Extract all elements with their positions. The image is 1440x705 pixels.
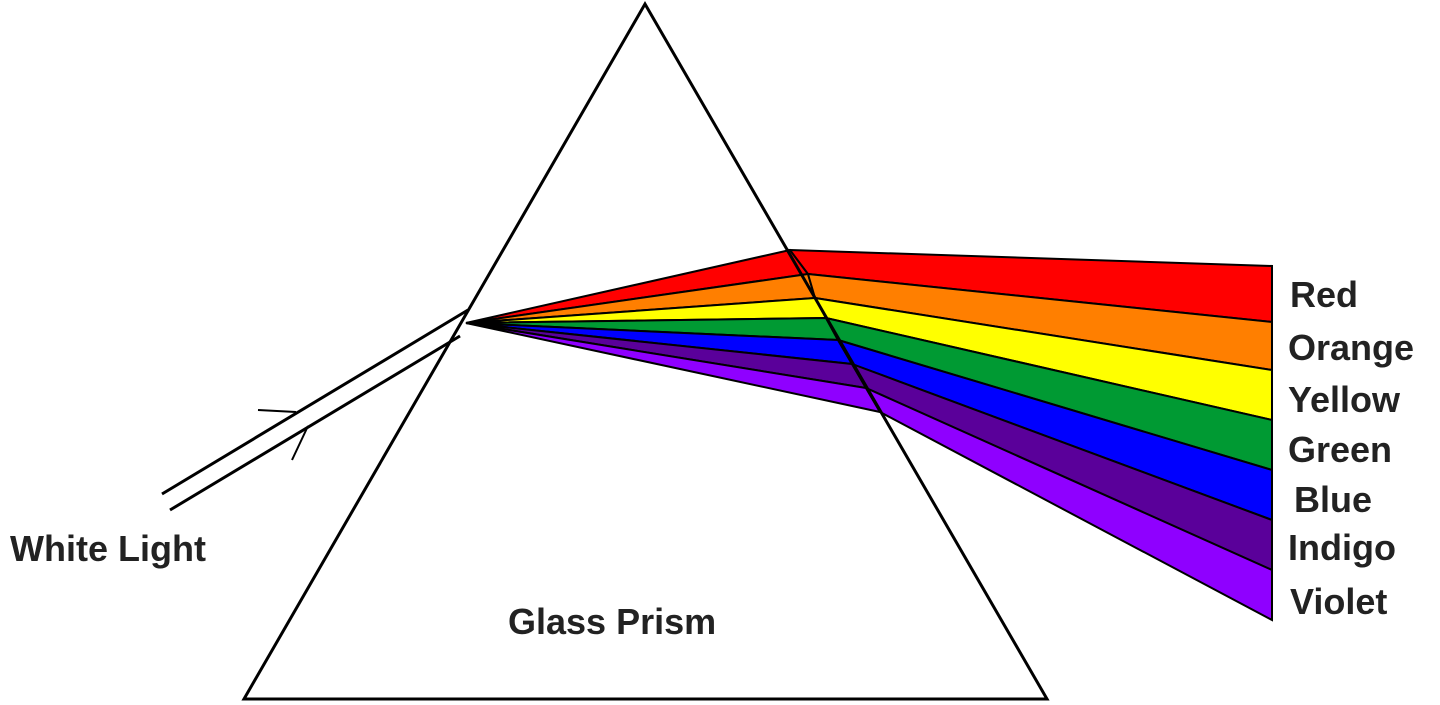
glass-prism-label: Glass Prism	[508, 601, 716, 642]
spectrum-label-yellow: Yellow	[1288, 379, 1401, 420]
beam-direction-arrow-upper	[257, 409, 297, 413]
spectrum-label-blue: Blue	[1294, 479, 1372, 520]
spectrum-bands-outside-prism	[787, 248, 1273, 622]
white-light-beam-lower-edge	[169, 334, 461, 512]
glass-prism-outline	[241, 1, 1050, 701]
spectrum-label-violet: Violet	[1290, 581, 1387, 622]
spectrum-label-orange: Orange	[1288, 327, 1414, 368]
spectrum-labels: Red Orange Yellow Green Blue Indigo Viol…	[1288, 274, 1414, 622]
spectrum-label-green: Green	[1288, 429, 1392, 470]
spectrum-fan-inside-prism	[465, 248, 883, 414]
white-light-label: White Light	[10, 528, 206, 569]
white-light-beam	[161, 308, 469, 512]
white-light-beam-upper-edge	[161, 308, 469, 496]
beam-direction-arrow-lower	[291, 425, 309, 461]
spectrum-label-red: Red	[1290, 274, 1358, 315]
spectrum-label-indigo: Indigo	[1288, 527, 1396, 568]
